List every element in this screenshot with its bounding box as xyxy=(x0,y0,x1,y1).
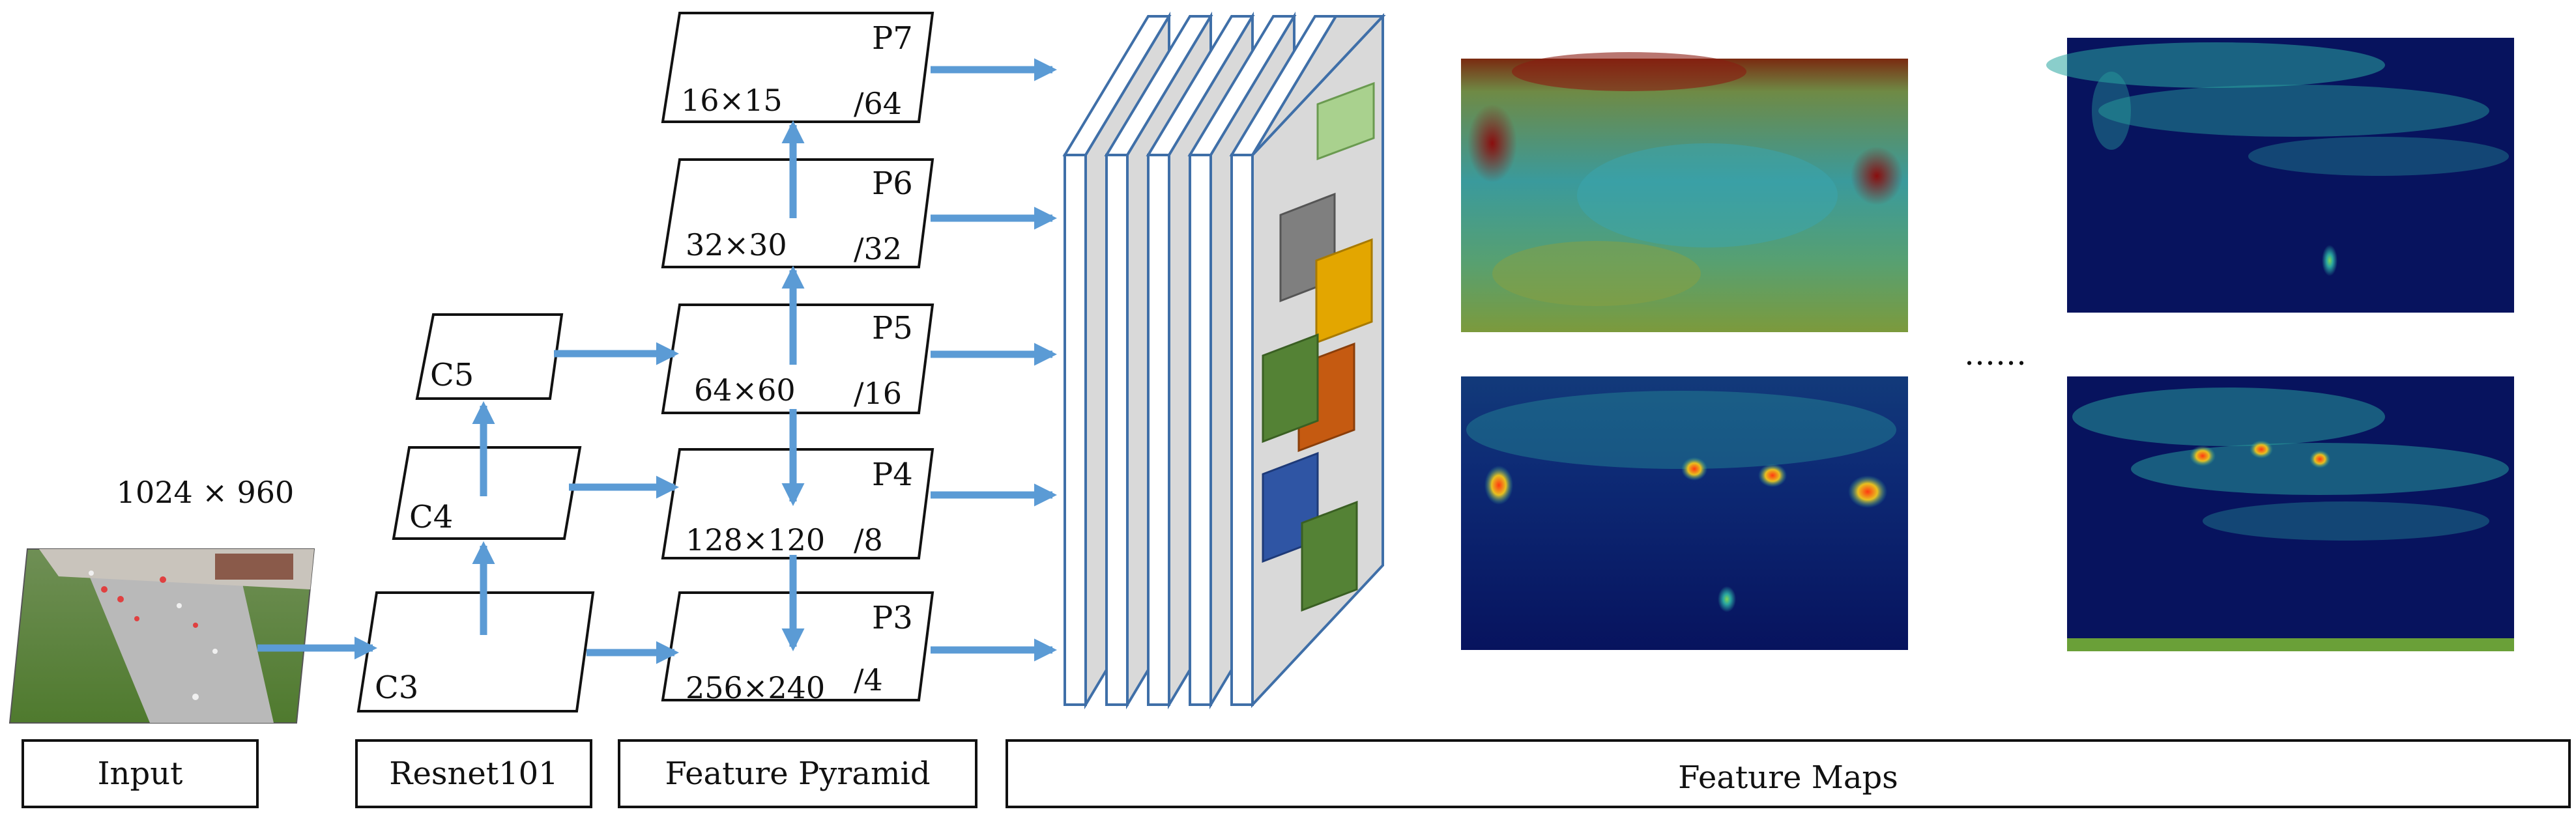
backbone-c3-block xyxy=(356,591,595,712)
pyramid-p4-name: P4 xyxy=(872,457,913,493)
input-resolution-label: 1024 × 960 xyxy=(117,475,295,510)
stack-patch-green-2 xyxy=(1301,500,1358,612)
pyramid-p5-stride: /16 xyxy=(854,376,902,411)
heatmap-top-right xyxy=(2046,38,2514,313)
heatmap-bottom-right xyxy=(2067,376,2514,651)
pyramid-p3-name: P3 xyxy=(872,600,913,636)
stack-patch-light-green xyxy=(1316,81,1375,161)
heatmap-top-left xyxy=(1461,52,1908,332)
caption-input: Input xyxy=(98,755,183,792)
caption-box-pyramid xyxy=(618,739,977,808)
pyramid-p5-block xyxy=(661,303,934,414)
caption-feature-maps: Feature Maps xyxy=(1678,759,1898,796)
backbone-c5-block xyxy=(415,313,564,400)
caption-box-input xyxy=(22,739,259,808)
caption-box-backbone xyxy=(355,739,592,808)
pyramid-p6-size: 32×30 xyxy=(686,227,787,262)
caption-backbone: Resnet101 xyxy=(389,755,558,792)
pyramid-p4-size: 128×120 xyxy=(686,522,825,557)
backbone-c4-label: C4 xyxy=(409,499,453,535)
pyramid-p6-name: P6 xyxy=(872,165,913,202)
pyramid-p7-block xyxy=(661,12,934,123)
heatmap-bottom-left xyxy=(1461,376,1908,650)
pyramid-p4-stride: /8 xyxy=(854,522,883,557)
pyramid-p7-name: P7 xyxy=(872,20,913,57)
pyramid-p5-name: P5 xyxy=(872,310,913,346)
caption-box-feature-maps xyxy=(1006,739,2571,808)
pyramid-p3-size: 256×240 xyxy=(686,670,825,705)
pyramid-p5-size: 64×60 xyxy=(694,373,796,408)
feature-maps-ellipsis: …… xyxy=(1964,336,2027,373)
pyramid-p7-stride: /64 xyxy=(854,86,902,121)
backbone-c5-label: C5 xyxy=(430,357,474,393)
stack-patch-green-1 xyxy=(1262,333,1319,444)
pyramid-p3-stride: /4 xyxy=(854,662,883,698)
stack-patch-yellow xyxy=(1315,238,1373,345)
pyramid-p6-stride: /32 xyxy=(854,231,902,266)
input-image xyxy=(8,548,315,724)
pyramid-p7-size: 16×15 xyxy=(681,83,783,118)
backbone-c3-label: C3 xyxy=(375,670,418,706)
feature-map-stack xyxy=(1062,11,1386,710)
caption-pyramid: Feature Pyramid xyxy=(665,755,930,792)
connection-arrows xyxy=(257,58,1058,664)
pyramid-p6-block xyxy=(661,158,934,268)
